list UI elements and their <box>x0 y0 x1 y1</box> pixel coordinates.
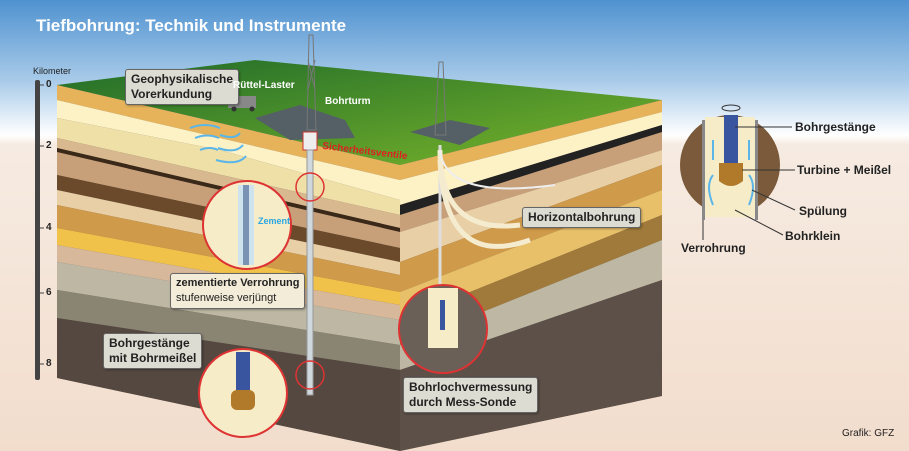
scale-tick: 6 <box>46 287 52 298</box>
rotation-arrow-icon <box>721 104 741 112</box>
detail-label-bohrklein: Bohrklein <box>785 229 841 243</box>
scale-unit: Kilometer <box>33 66 72 76</box>
sonde-detail-circle <box>398 284 488 374</box>
derrick-icon-2 <box>434 61 447 136</box>
safety-valve-icon <box>302 131 318 151</box>
drill-bit-detail <box>680 104 796 240</box>
callout-ring <box>295 360 325 390</box>
label-zement: Zement <box>258 216 291 226</box>
cement-detail-circle <box>202 180 292 270</box>
seismic-waves-icon <box>189 124 247 164</box>
drill-pad <box>255 105 355 140</box>
label-bohrturm: Bohrturm <box>325 96 371 107</box>
detail-label-turbine: Turbine + Meißel <box>797 163 892 177</box>
page-title: Tiefbohrung: Technik und Instrumente <box>36 16 347 35</box>
credit: Grafik: GFZ <box>842 428 895 439</box>
scale-tick: 8 <box>46 358 52 369</box>
scale-tick: 0 <box>46 79 52 90</box>
detail-label-bohrgestaenge: Bohrgestänge <box>795 120 876 134</box>
drill-pipe-icon <box>724 115 738 165</box>
derrick-icon <box>306 34 317 131</box>
drill-pad-2 <box>410 120 490 145</box>
horizontal-boreholes <box>437 149 531 249</box>
detail-label-spuelung: Spülung <box>799 204 847 218</box>
vertical-borehole <box>306 149 314 396</box>
drill-bit-icon <box>719 163 743 186</box>
label-horizontalbohrung: Horizontalbohrung <box>522 207 642 228</box>
detail-label-verrohrung: Verrohrung <box>681 241 746 255</box>
scale-tick: 2 <box>46 140 52 151</box>
bit-detail-circle <box>198 348 288 438</box>
depth-scale <box>35 80 44 380</box>
callout-ring <box>295 172 325 202</box>
label-ruettel: Rüttel-Laster <box>233 80 295 91</box>
scale-tick: 4 <box>46 222 52 233</box>
